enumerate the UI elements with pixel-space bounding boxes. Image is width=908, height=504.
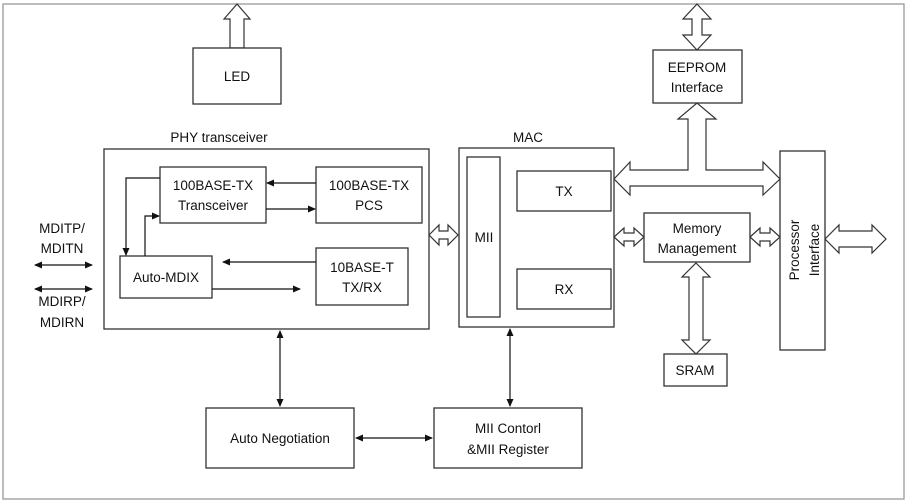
10base-t-block [315,247,409,306]
led-block [192,47,282,105]
sram-label: SRAM [675,363,714,378]
memory-management-label-2: Management [658,241,737,256]
rx-block [516,268,612,310]
100base-tx-transceiver-block [159,166,267,224]
memory-management-label-1: Memory [673,221,722,236]
tx-label: TX [555,184,572,199]
led-label: LED [224,69,251,84]
mac-label: MAC [513,130,543,145]
processor-external-arrow [824,223,887,255]
phy-mac-arrow [428,223,459,247]
phy-label: PHY transceiver [170,130,268,145]
eeprom-external-arrow [681,3,713,51]
mii-control-label-1: MII Contorl [475,421,541,436]
mii-label: MII [475,230,494,245]
100base-tx-transceiver-label-1: 100BASE-TX [173,178,253,193]
auto-mdix-label: Auto-MDIX [133,270,199,285]
outer-frame [2,3,905,500]
tx-block [516,170,612,212]
10base-t-label-2: TX/RX [342,280,382,295]
eeprom-label-1: EEPROM [668,60,727,75]
100base-tx-pcs-block [315,166,423,224]
processor-interface-block [779,150,826,351]
sram-block [663,353,728,387]
eeprom-interface-block [652,49,743,104]
led-output-arrow [222,3,252,49]
memory-sram-arrow [680,262,712,355]
auto-negotiation-label: Auto Negotiation [230,431,330,446]
pcs-label-2: PCS [355,198,383,213]
mdirp-label: MDIRP/ [38,294,85,309]
processor-interface-label-1: Processor [787,219,802,280]
mdirn-label: MDIRN [40,315,84,330]
auto-negotiation-block [205,407,355,469]
mac-eeprom-processor-bus-arrow [613,102,781,197]
auto-mdix-to-transceiver-arrow [144,212,160,256]
100base-tx-transceiver-label-2: Transceiver [178,198,249,213]
mac-memory-arrow [613,226,645,248]
mii-block [466,156,501,318]
mii-control-register-block [433,407,583,469]
auto-mdix-block [119,255,213,299]
memory-management-block [643,212,751,263]
memory-processor-arrow [749,226,781,248]
mditn-label: MDITN [41,241,84,256]
processor-interface-label-2: Interface [807,224,822,277]
eeprom-label-2: Interface [671,80,724,95]
transceiver-to-auto-mdix-arrow [122,177,160,256]
mditp-label: MDITP/ [39,221,85,236]
pcs-label-1: 100BASE-TX [329,178,409,193]
10base-t-label-1: 10BASE-T [330,260,394,275]
mii-control-label-2: &MII Register [467,442,549,457]
rx-label: RX [555,282,574,297]
